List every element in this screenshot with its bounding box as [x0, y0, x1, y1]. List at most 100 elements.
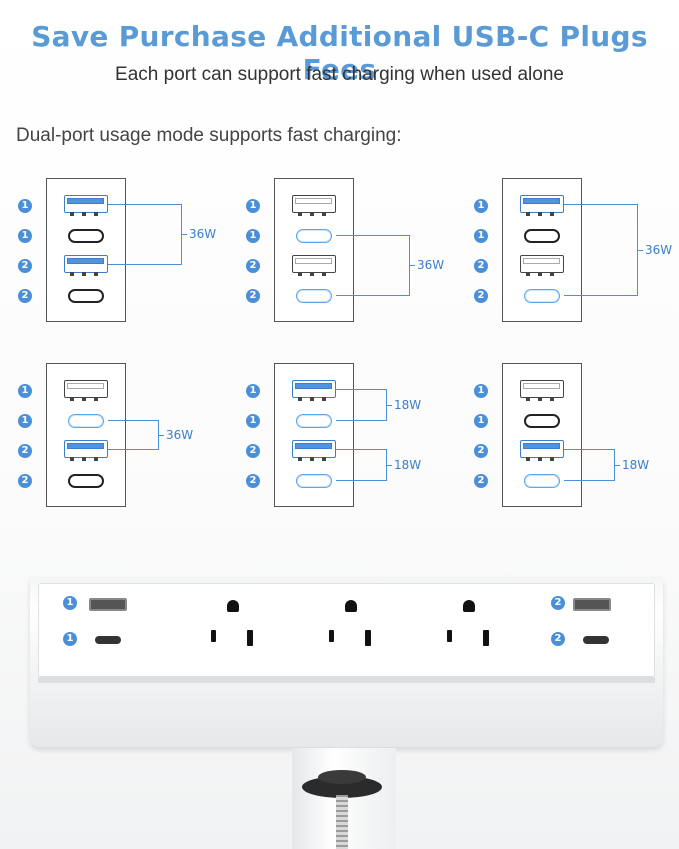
usb-a-pin — [322, 397, 326, 401]
ac-outlet[interactable] — [435, 594, 505, 664]
wattage-label: 36W — [645, 243, 673, 257]
usb-c-1-port — [524, 414, 560, 428]
usb-a-pin — [322, 272, 326, 276]
usb-a-2-port — [64, 440, 108, 461]
usb-a-contact — [295, 258, 332, 264]
wattage-label: 36W — [189, 227, 217, 241]
usb-a-pin — [94, 457, 98, 461]
usb-a-pin — [322, 212, 326, 216]
usb-a-pin — [94, 212, 98, 216]
usb-a-1-port — [520, 380, 564, 401]
usb-a-pin — [550, 457, 554, 461]
port-number-badge: 1 — [18, 229, 32, 243]
usb-c-1-port — [296, 414, 332, 428]
wattage-label: 18W — [394, 398, 422, 412]
connector-line — [564, 295, 637, 296]
usb-a-pin — [70, 457, 74, 461]
port-number-badge: 2 — [18, 474, 32, 488]
neutral-slot — [211, 630, 216, 642]
usb-a-pin — [310, 212, 314, 216]
neutral-slot — [329, 630, 334, 642]
page-title: Save Purchase Additional USB-C Plugs Fee… — [31, 20, 648, 86]
usb-a-1-port — [292, 380, 336, 401]
usb-a-pin — [550, 397, 554, 401]
usb-a-pin — [298, 397, 302, 401]
port-number-badge: 2 — [551, 596, 565, 610]
usb-a-contact — [67, 443, 104, 449]
connector-line — [336, 480, 386, 481]
port-number-badge: 2 — [474, 474, 488, 488]
port-number-badge: 2 — [246, 259, 260, 273]
ac-outlet[interactable] — [199, 594, 269, 664]
port-number-badge: 1 — [474, 199, 488, 213]
usb-a-pin — [94, 397, 98, 401]
port-number-badge: 2 — [18, 259, 32, 273]
usb-c-2-port — [524, 474, 560, 488]
usb-a-port[interactable] — [89, 598, 127, 611]
port-number-badge: 1 — [474, 229, 488, 243]
usb-a-pin — [538, 272, 542, 276]
usb-c-1-port — [68, 229, 104, 243]
usb-a-2-port — [520, 255, 564, 276]
ac-outlet[interactable] — [317, 594, 387, 664]
usb-a-pin — [310, 457, 314, 461]
port-number-badge: 2 — [246, 289, 260, 303]
connector-line — [336, 295, 409, 296]
usb-c-port[interactable] — [95, 636, 121, 644]
connector-line — [181, 234, 187, 235]
live-slot — [483, 630, 489, 646]
usb-a-pin — [310, 272, 314, 276]
port-number-badge: 1 — [63, 632, 77, 646]
usb-c-1-port — [68, 414, 104, 428]
usb-a-pin — [82, 397, 86, 401]
usb-a-pin — [298, 272, 302, 276]
usb-a-pin — [82, 212, 86, 216]
connector-line — [564, 204, 637, 205]
port-number-badge: 1 — [18, 199, 32, 213]
usb-a-pin — [70, 272, 74, 276]
port-number-badge: 2 — [474, 444, 488, 458]
connector-line — [564, 480, 614, 481]
usb-a-pin — [526, 272, 530, 276]
usb-a-1-port — [292, 195, 336, 216]
usb-a-contact — [295, 383, 332, 389]
port-number-badge: 1 — [474, 384, 488, 398]
connector-line — [336, 420, 386, 421]
usb-a-contact — [523, 198, 560, 204]
usb-a-pin — [310, 397, 314, 401]
port-number-badge: 1 — [18, 384, 32, 398]
port-number-badge: 1 — [18, 414, 32, 428]
power-strip-edge — [38, 677, 655, 683]
power-strip: 1 1 2 2 — [30, 577, 663, 747]
usb-a-pin — [322, 457, 326, 461]
usb-a-pin — [94, 272, 98, 276]
usb-c-2-port — [68, 289, 104, 303]
wattage-label: 36W — [166, 428, 194, 442]
usb-c-2-port — [524, 289, 560, 303]
connector-line — [614, 465, 620, 466]
connector-line — [108, 204, 181, 205]
port-number-badge: 2 — [474, 289, 488, 303]
port-number-badge: 1 — [246, 229, 260, 243]
connector-line — [336, 389, 386, 390]
usb-a-pin — [82, 272, 86, 276]
connector-line — [108, 264, 181, 265]
usb-a-contact — [523, 443, 560, 449]
usb-a-1-port — [520, 195, 564, 216]
usb-a-pin — [70, 397, 74, 401]
usb-a-pin — [538, 397, 542, 401]
usb-c-port[interactable] — [583, 636, 609, 644]
usb-c-2-port — [296, 289, 332, 303]
ground-slot — [227, 600, 239, 612]
usb-a-port[interactable] — [573, 598, 611, 611]
usb-a-pin — [526, 212, 530, 216]
usb-a-pin — [526, 457, 530, 461]
ground-slot — [463, 600, 475, 612]
clamp-knob[interactable] — [302, 776, 382, 798]
mode-description: Dual-port usage mode supports fast charg… — [16, 125, 402, 146]
connector-line — [386, 465, 392, 466]
usb-a-1-port — [64, 380, 108, 401]
connector-line — [564, 449, 614, 450]
